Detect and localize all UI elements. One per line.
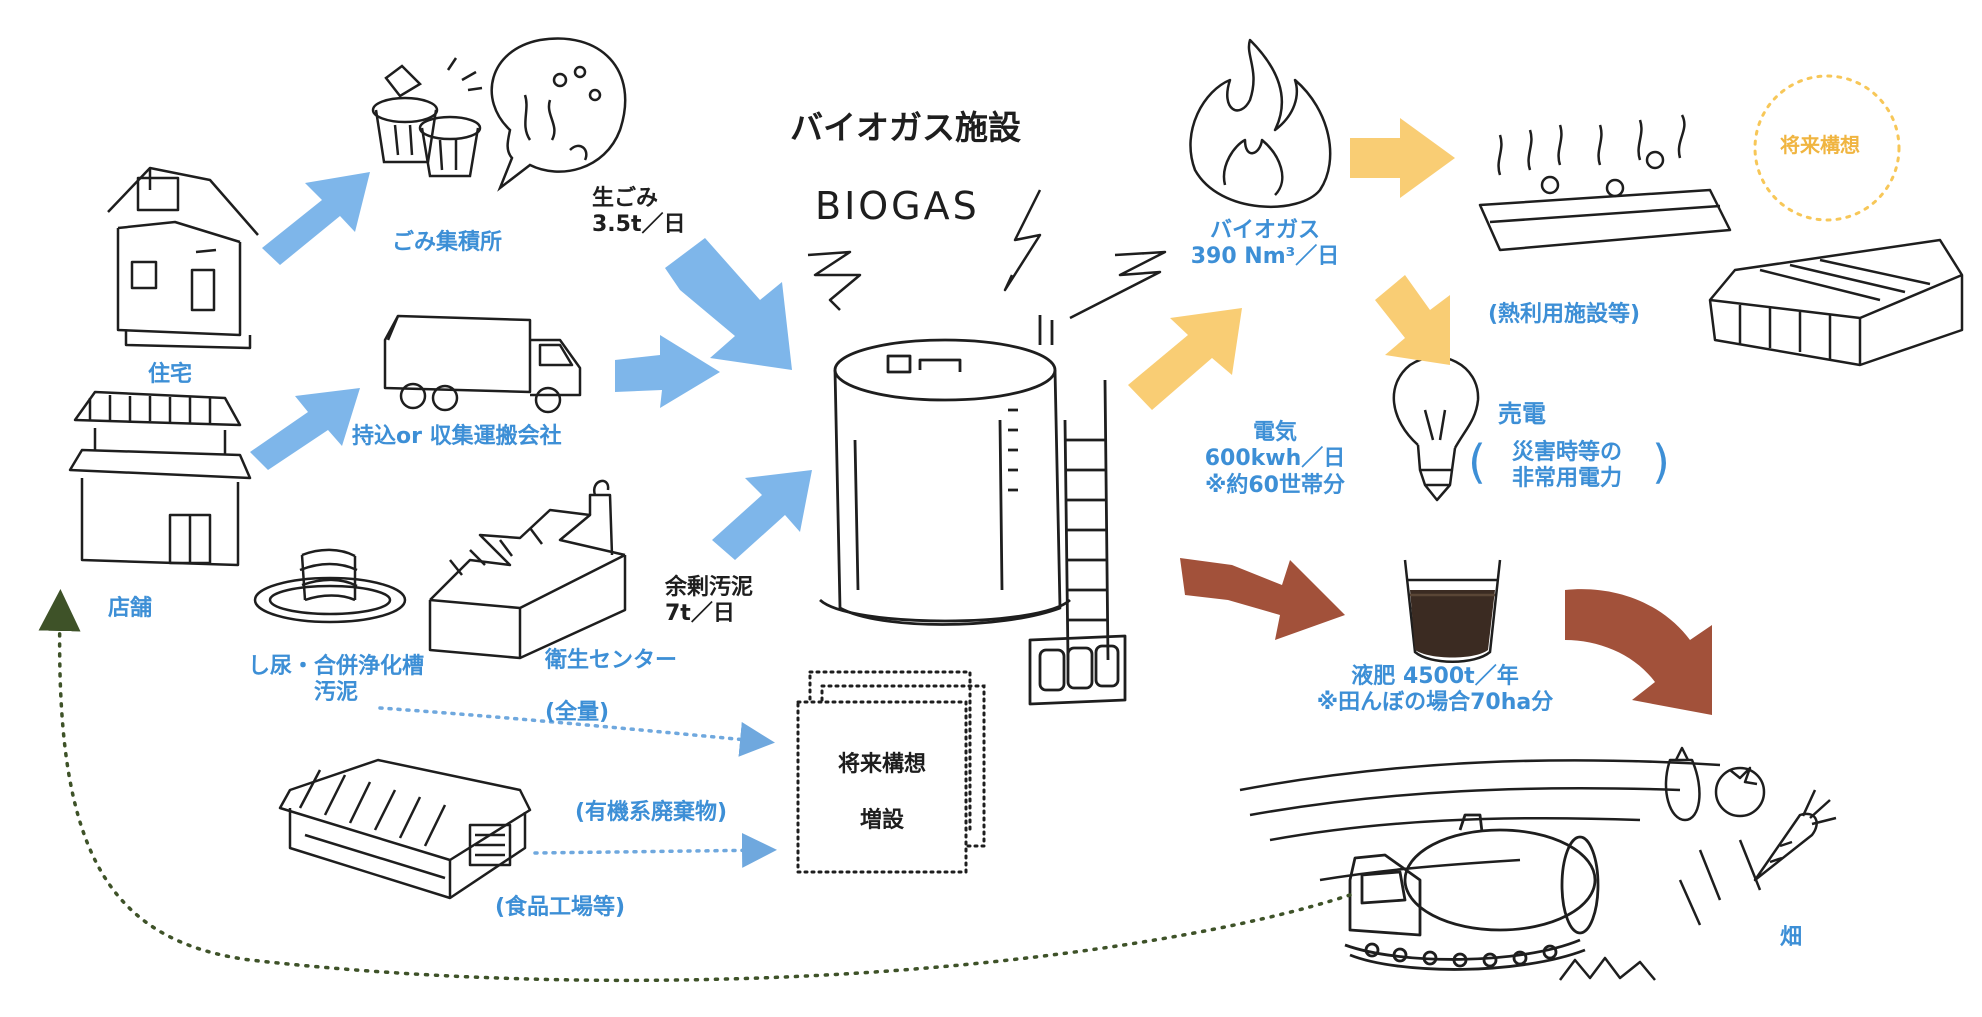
store-icon [68, 390, 252, 567]
label-electricity-amount: 600kwh／日 [1204, 446, 1346, 472]
label-fertilizer-note: ※田んぼの場合70ha分 [1316, 690, 1554, 716]
label-sanitation-center: 衛生センター [545, 648, 678, 673]
field-icon [1239, 759, 1762, 981]
label-biogas-title: バイオガス [1209, 218, 1320, 243]
label-food-factory: (食品工場等) [495, 895, 626, 920]
arrow-truck-to-plant [615, 335, 720, 408]
label-emergency-close: ) [1652, 435, 1670, 489]
label-food-waste-amount: 3.5t／日 [592, 212, 686, 238]
hot-spring-icon [1478, 114, 1732, 252]
label-heat-facility: (熱利用施設等) [1488, 302, 1641, 327]
label-future-plan: 将来構想 [837, 752, 926, 777]
label-emergency-power: 災害時等の 非常用電力 [1482, 440, 1652, 493]
label-excess-sludge: 余剰汚泥 7t／日 [665, 575, 753, 628]
label-all-amount: (全量) [545, 700, 610, 725]
label-emergency-line1: 災害時等の [1511, 440, 1622, 465]
arrow-house-to-garbage [262, 172, 370, 265]
label-house: 住宅 [148, 362, 193, 387]
factory-icon [428, 479, 627, 660]
biogas-tank-icon [819, 315, 1127, 706]
label-sludge-tank-line1: し尿・合併浄化槽 [248, 654, 425, 679]
label-power-sale: 売電 [1498, 400, 1546, 428]
house-icon [107, 166, 259, 350]
dotted-arrow-field-to-store [38, 589, 1352, 983]
label-food-waste: 生ごみ 3.5t／日 [592, 186, 686, 239]
tanker-tractor-icon [1344, 813, 1600, 971]
lightning-icon [807, 189, 1167, 320]
food-factory-icon [278, 758, 532, 900]
greenhouse-icon [1708, 238, 1964, 367]
speech-bubble-icon [490, 37, 627, 192]
arrow-center-to-plant [712, 470, 812, 560]
label-truck-company: 持込or 収集運搬会社 [352, 424, 562, 449]
light-bulb-icon [1392, 355, 1480, 502]
label-fertilizer: 液肥 4500t／年 ※田んぼの場合70ha分 [1270, 664, 1600, 717]
label-sludge-tank-line2: 汚泥 [314, 680, 359, 706]
label-excess-sludge-title: 余剰汚泥 [665, 575, 754, 600]
arrow-garbage-to-plant [665, 238, 792, 370]
label-electricity-note: ※約60世帯分 [1204, 472, 1345, 498]
label-excess-sludge-amount: 7t／日 [665, 601, 735, 627]
label-future-plan-badge: 将来構想 [1780, 133, 1860, 157]
arrow-fertilizer-to-field [1565, 589, 1712, 715]
arrow-plant-to-biogas [1128, 308, 1242, 410]
dotted-arrow-sludge-to-future [378, 706, 775, 757]
future-plan-badge-circle [1753, 74, 1901, 222]
label-electricity: 電気 600kwh／日 ※約60世帯分 [1195, 420, 1355, 499]
label-emergency-line2: 非常用電力 [1511, 466, 1622, 492]
truck-icon [383, 314, 582, 414]
label-sludge-tank: し尿・合併浄化槽 汚泥 [248, 654, 424, 707]
diagram-subtitle: BIOGAS [815, 184, 980, 228]
flame-icon [1189, 38, 1332, 208]
arrow-biogas-to-heat [1350, 118, 1455, 198]
septic-tank-icon [253, 548, 407, 624]
label-store: 店舗 [108, 596, 153, 621]
garbage-bins-icon [371, 57, 483, 178]
input-arrows [250, 172, 812, 560]
label-emergency-open: ( [1468, 435, 1486, 489]
dotted-arrow-factory-to-future [533, 832, 777, 868]
label-food-waste-title: 生ごみ [592, 186, 659, 211]
label-fertilizer-amount: 液肥 4500t／年 [1351, 664, 1519, 689]
label-electricity-title: 電気 [1252, 420, 1297, 445]
label-organic-waste: (有機系廃棄物) [575, 800, 728, 825]
label-field: 畑 [1780, 925, 1803, 950]
label-biogas-amount: 390 Nm³／日 [1190, 244, 1340, 270]
fertilizer-glass-icon [1403, 559, 1502, 663]
label-garbage-station: ごみ集積所 [392, 230, 503, 255]
label-expansion: 増設 [859, 808, 904, 833]
arrow-store-to-truck [250, 388, 360, 470]
label-biogas: バイオガス 390 Nm³／日 [1190, 218, 1340, 271]
arrow-plant-to-fertilizer [1180, 558, 1345, 640]
diagram-title: バイオガス施設 [790, 108, 1021, 147]
biogas-arrows [1128, 118, 1455, 410]
arrow-biogas-to-power [1375, 275, 1450, 365]
vegetables-icon [1664, 746, 1837, 882]
fertilizer-arrows [1180, 558, 1712, 715]
future-plan-boxes [796, 670, 986, 874]
